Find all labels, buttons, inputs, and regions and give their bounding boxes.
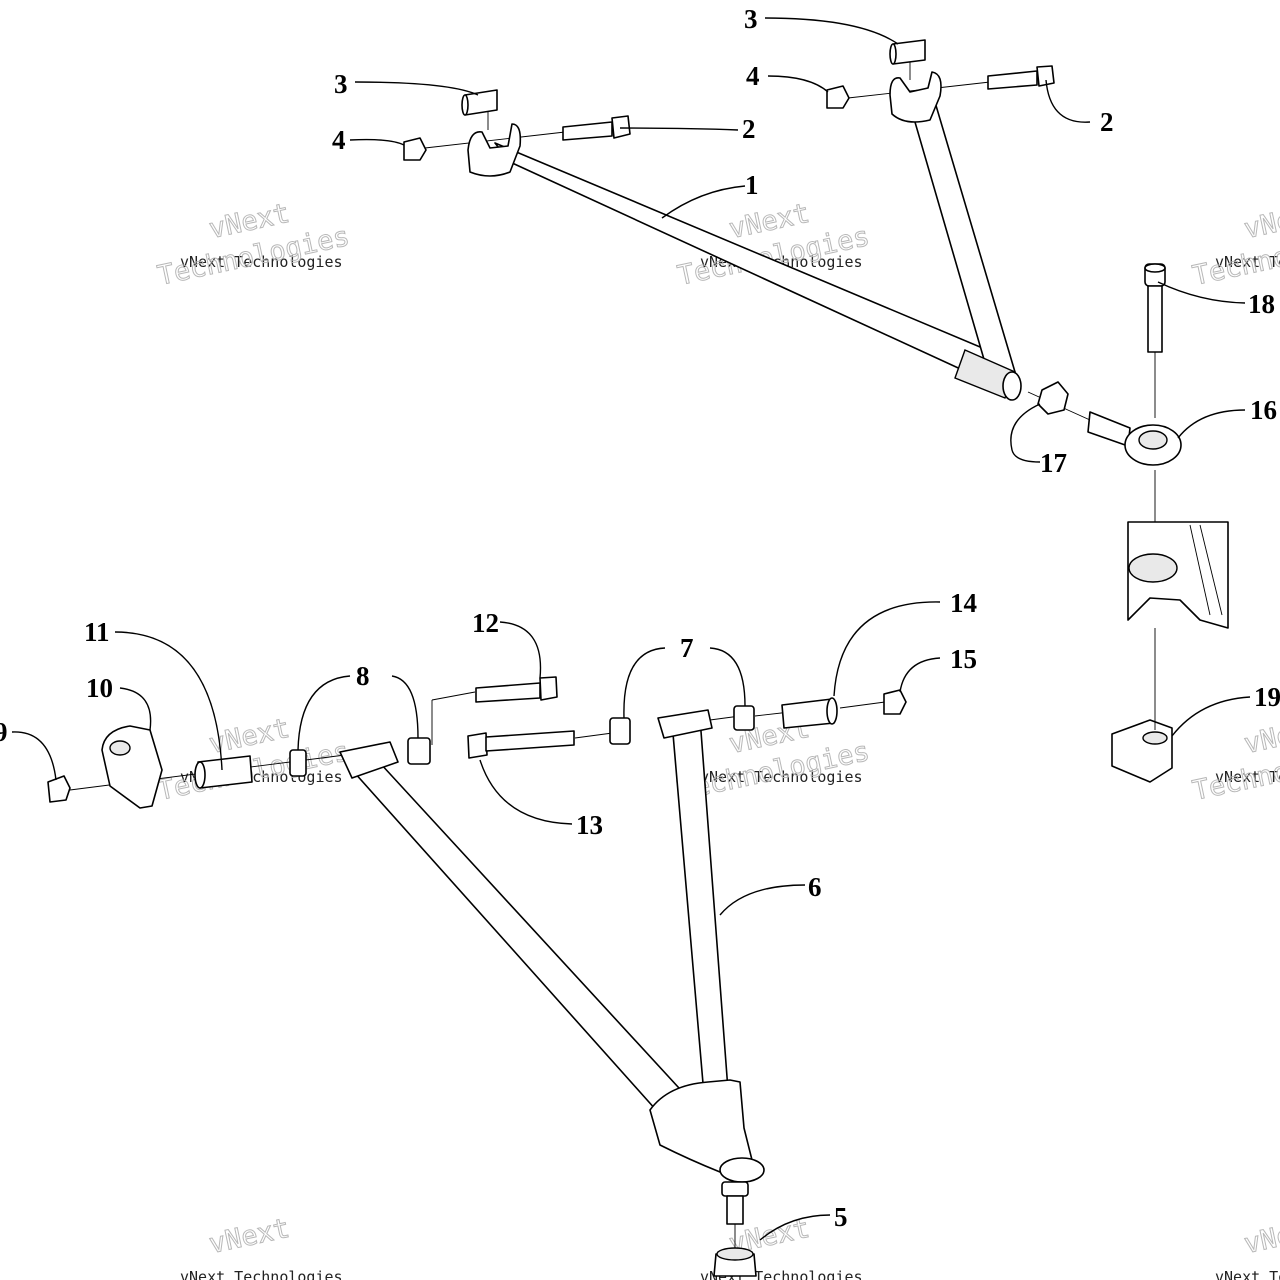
nut-4-front [403,137,427,161]
callout-7: 7 [680,633,694,663]
callout-10: 10 [86,673,113,703]
cap-19 [1111,628,1173,783]
callout-1: 1 [745,170,759,200]
watermark-middle-left: vNext vNext Technologies Technologies [155,712,353,807]
upper-axis-lines [424,56,1156,560]
svg-text:vNext Technologies: vNext Technologies [1215,1268,1280,1280]
callout-17: 17 [1040,448,1067,478]
callout-18: 18 [1248,289,1275,319]
svg-text:vNext Technologies: vNext Technologies [180,253,343,271]
callout-12: 12 [472,608,499,638]
svg-text:vNext Technologies: vNext Technologies [1215,253,1280,271]
callout-8: 8 [356,661,370,691]
callout-labels: 1 2 2 3 3 4 4 5 6 7 8 9 10 11 12 13 14 1… [0,4,1280,1232]
svg-text:vNext: vNext [206,1213,292,1260]
steering-knuckle [1127,521,1229,629]
castle-nut-5 [713,1247,757,1277]
callout-2-rear: 2 [1100,107,1114,137]
bracket-10 [101,725,163,809]
callout-4-front: 4 [332,125,346,155]
callout-3-rear: 3 [744,4,758,34]
callout-19: 19 [1254,682,1280,712]
nut-15 [883,689,907,715]
sleeve-11 [194,755,253,789]
watermark-bottom-left: vNext vNext Technologies [180,1212,343,1280]
bolt-2-rear [987,65,1055,90]
bushing-7-front [609,717,631,745]
watermark-upper-left: vNext vNext Technologies Technologies [155,197,353,292]
callout-13: 13 [576,810,603,840]
callout-4-rear: 4 [746,61,760,91]
nut-9 [47,775,71,803]
callout-11: 11 [84,617,110,647]
callout-5: 5 [834,1202,848,1232]
sleeve-14 [781,697,838,729]
callout-9: 9 [0,717,8,747]
bushing-8-left [289,749,307,777]
svg-text:vNext Technologies: vNext Technologies [1215,768,1280,786]
callout-3-front: 3 [334,69,348,99]
bolt-12 [475,676,558,703]
svg-text:vNext: vNext [1241,713,1280,760]
rod-end-16 [1087,411,1182,466]
bushing-8-right [407,737,431,765]
svg-text:vNext Technologies: vNext Technologies [700,768,863,786]
leader-lines [11,17,1251,1241]
svg-text:vNext: vNext [1241,1213,1280,1260]
watermark-middle-right: vNext vNext Technologies Technologies [1190,712,1280,807]
callout-6: 6 [808,872,822,902]
nut-4-rear [826,85,850,109]
callout-15: 15 [950,644,977,674]
svg-text:vNext Technologies: vNext Technologies [180,1268,343,1280]
bushing-7-rear [733,705,755,731]
bushing-3-front [461,89,498,116]
svg-text:vNext: vNext [1241,198,1280,245]
callout-14: 14 [950,588,977,618]
bolt-18 [1144,263,1166,353]
bolt-2-front [562,115,631,141]
watermark-bottom-right: vNext vNext Technologies [1215,1212,1280,1280]
bushing-3-rear [889,39,926,65]
lower-a-arm [339,709,765,1250]
callout-2-front: 2 [742,114,756,144]
bolt-13 [467,730,575,759]
callout-16: 16 [1250,395,1277,425]
upper-a-arm [467,71,1022,401]
jam-nut-17 [1037,381,1069,415]
